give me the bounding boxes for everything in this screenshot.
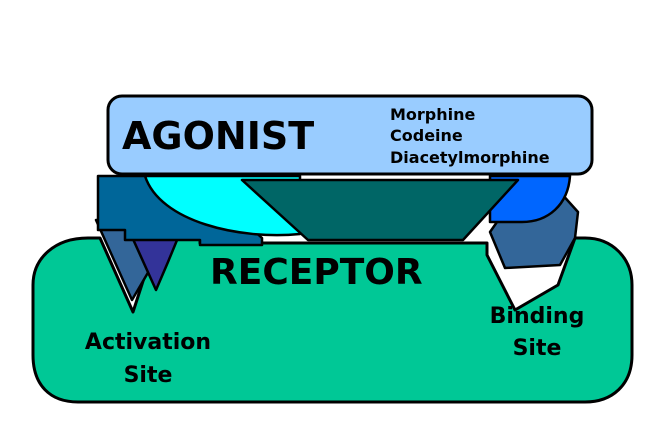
binding-site-label-line1: Binding (490, 304, 585, 329)
agonist-box (106, 94, 594, 176)
drug-diacetylmorphine: Diacetylmorphine (390, 148, 550, 167)
teal-trapezoid (240, 178, 520, 242)
receptor-body (31, 236, 634, 404)
binding-site-label-line2: Site (513, 336, 562, 361)
activation-site-label-line1: Activation (85, 330, 211, 355)
agonist-label: AGONIST (122, 114, 314, 158)
activation-site-label-line2: Site (124, 363, 173, 388)
receptor-label: RECEPTOR (210, 252, 423, 293)
drug-morphine: Morphine (390, 105, 476, 124)
drug-codeine: Codeine (390, 126, 463, 145)
